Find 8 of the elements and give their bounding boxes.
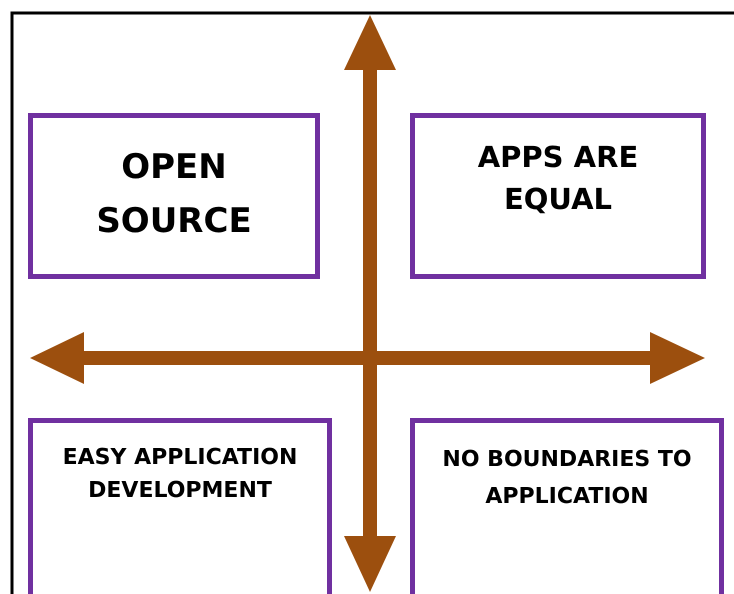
quadrant-label: NO BOUNDARIES TO APPLICATION <box>442 446 692 512</box>
quadrant-box <box>410 418 724 594</box>
quadrant-label: EASY APPLICATION DEVELOPMENT <box>62 444 298 505</box>
quadrant-box <box>28 418 332 594</box>
quadrant-label: OPEN SOURCE <box>95 146 253 244</box>
quadrant-label: APPS ARE EQUAL <box>476 139 640 218</box>
quadrant-box <box>28 113 320 279</box>
quadrant-box <box>410 113 706 279</box>
